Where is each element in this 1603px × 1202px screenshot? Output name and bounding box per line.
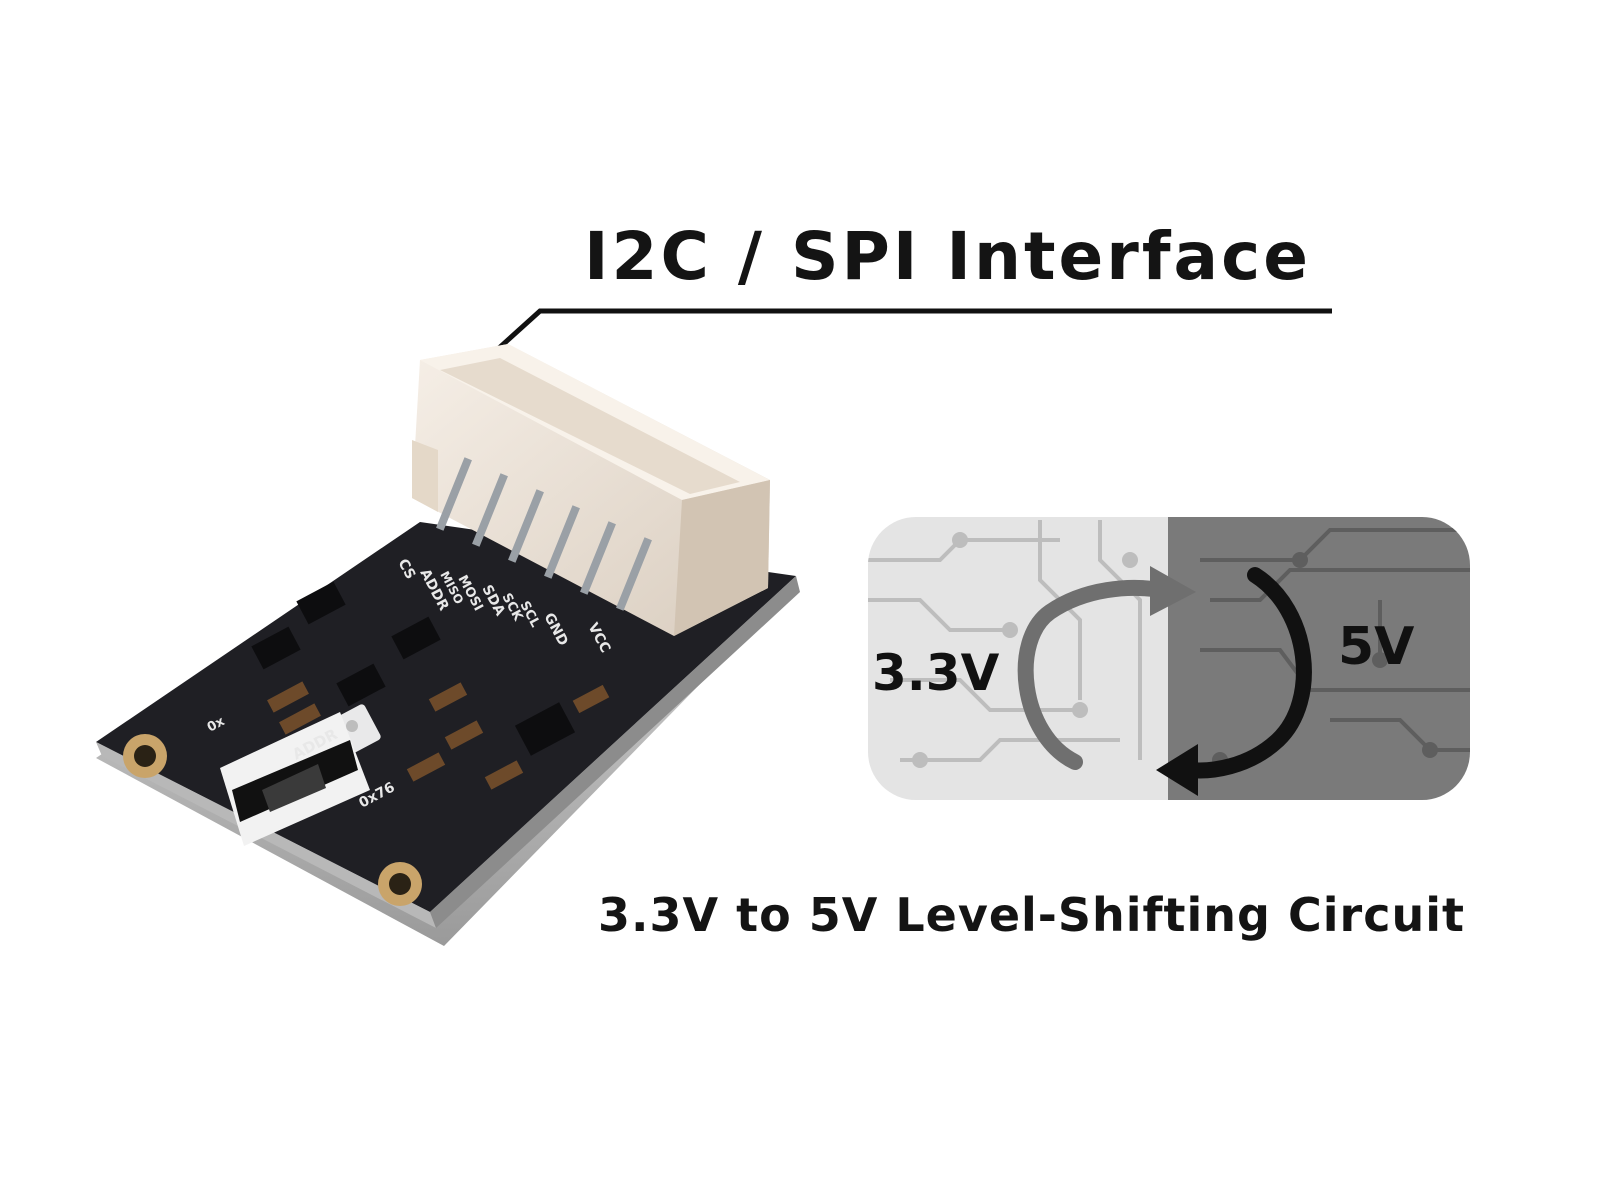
curved-arrow-up-icon	[1017, 566, 1196, 770]
circuit-traces-light	[868, 520, 1142, 762]
mounting-hole	[123, 734, 167, 778]
interface-headline: I2C / SPI Interface	[584, 218, 1311, 295]
connector-pins	[436, 457, 652, 611]
sensor-board: ADDR 0x76 0x CS ADDR MISO MOSI SDA SCK S…	[96, 522, 800, 946]
level-shift-panel: 3.3V 5V	[868, 517, 1470, 800]
address-switch	[220, 712, 370, 846]
leader-line	[478, 308, 1332, 368]
curved-arrow-down-icon	[1156, 567, 1312, 796]
address-alt-label: 0x	[205, 714, 228, 736]
high-voltage-label: 5V	[1338, 617, 1414, 677]
connector	[412, 344, 770, 636]
circuit-traces-dark	[1200, 528, 1470, 752]
mounting-hole	[378, 862, 422, 906]
level-shift-caption: 3.3V to 5V Level-Shifting Circuit	[598, 888, 1465, 942]
smd-components	[251, 581, 610, 790]
low-voltage-label: 3.3V	[872, 644, 1000, 702]
